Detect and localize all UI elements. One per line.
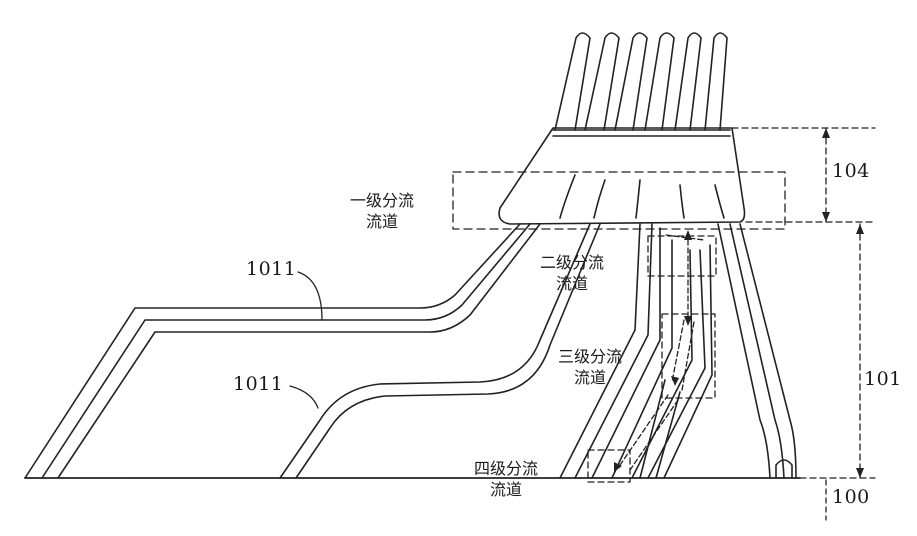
ref-1011-lower: 1011 (233, 373, 283, 395)
label-level4-line2: 流道 (474, 479, 538, 500)
label-level2-line2: 流道 (540, 273, 604, 294)
manifold-body (499, 128, 744, 224)
label-level1-line2: 流道 (350, 211, 414, 232)
leader-1011-upper (298, 272, 322, 320)
ref-100: 100 (832, 486, 870, 508)
level2-box (648, 236, 716, 276)
label-level4-line1: 四级分流 (474, 458, 538, 479)
channel-right (718, 224, 796, 478)
label-level4: 四级分流 流道 (474, 458, 538, 500)
label-level1: 一级分流 流道 (350, 190, 414, 232)
label-level3: 三级分流 流道 (558, 346, 622, 388)
ref-1011-upper: 1011 (246, 258, 296, 280)
label-level3-line1: 三级分流 (558, 346, 622, 367)
label-level2-line1: 二级分流 (540, 252, 604, 273)
leader-1011-lower (290, 386, 318, 408)
label-level2: 二级分流 流道 (540, 252, 604, 294)
label-level1-line1: 一级分流 (350, 190, 414, 211)
ref-104: 104 (832, 160, 870, 182)
finger-tubes (553, 33, 730, 136)
label-level3-line2: 流道 (558, 367, 622, 388)
ref-101: 101 (864, 368, 902, 390)
